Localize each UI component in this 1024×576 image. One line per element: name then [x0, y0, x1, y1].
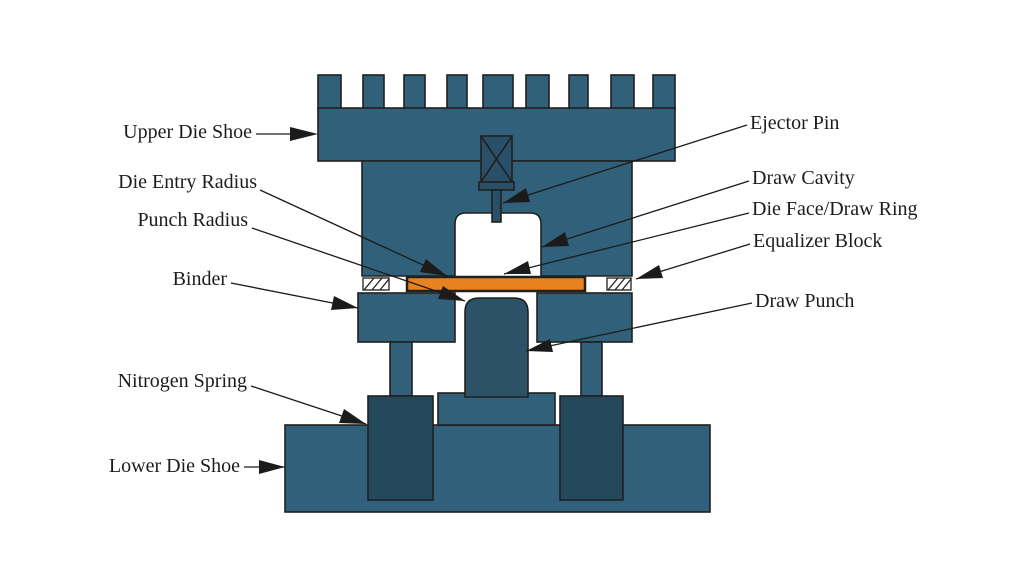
nitrogen-spring-left — [367, 395, 434, 501]
label-draw-cavity: Draw Cavity — [752, 167, 855, 189]
arrowhead-lower-die-shoe — [259, 460, 285, 474]
leader-punch-radius — [251, 227, 466, 302]
arrowhead-punch-radius — [438, 286, 465, 301]
nitrogen-spring-right — [559, 395, 624, 501]
upper-shoe-tooth — [403, 74, 426, 111]
arrowhead-die-entry-radius — [420, 259, 447, 276]
leader-draw-punch — [525, 302, 753, 352]
upper-shoe-tooth — [482, 74, 514, 111]
upper-shoe-tooth — [362, 74, 385, 111]
label-draw-punch: Draw Punch — [755, 290, 855, 312]
hatch-line — [614, 277, 626, 291]
leader-lines — [230, 124, 753, 468]
lower-die-shoe-base — [284, 424, 711, 513]
punch-riser-block — [437, 392, 556, 426]
hatch-line — [363, 277, 375, 291]
hatch-line — [371, 277, 383, 291]
arrowhead-nitrogen-spring — [339, 409, 366, 424]
binder-rod-left — [389, 341, 413, 397]
label-lower-die-shoe: Lower Die Shoe — [108, 455, 240, 477]
hatch-line — [621, 278, 632, 291]
upper-shoe-tooth — [568, 74, 589, 111]
arrowheads — [259, 127, 663, 474]
leader-die-entry-radius — [259, 189, 448, 277]
upper-shoe-tooth — [525, 74, 550, 111]
die-block — [361, 160, 633, 277]
leader-ejector-pin — [502, 124, 748, 204]
ejector-pin-box-cross — [480, 135, 513, 183]
ejector-pin-base — [478, 181, 515, 191]
label-upper-die-shoe: Upper Die Shoe — [123, 121, 252, 143]
arrowhead-binder — [331, 296, 358, 310]
sheet-metal-blank — [405, 275, 587, 293]
hatch-line — [379, 278, 390, 291]
upper-shoe-tooth — [446, 74, 468, 111]
ejector-pin-shaft — [491, 189, 502, 223]
label-equalizer-block: Equalizer Block — [753, 230, 883, 252]
arrowhead-ejector-pin — [503, 188, 530, 203]
draw-punch-shape — [464, 297, 529, 398]
hatch-line — [607, 277, 619, 291]
arrowhead-equalizer-block — [636, 265, 663, 279]
binder-rod-right — [580, 341, 603, 397]
label-die-entry-radius: Die Entry Radius — [118, 171, 257, 193]
label-ejector-pin: Ejector Pin — [750, 112, 840, 134]
arrowhead-draw-cavity — [542, 232, 569, 247]
label-punch-radius: Punch Radius — [137, 209, 248, 231]
arrowhead-draw-punch — [526, 339, 553, 352]
arrowhead-upper-die-shoe — [290, 127, 318, 141]
upper-shoe-tooth — [652, 74, 676, 111]
leader-draw-cavity — [541, 180, 750, 248]
arrowhead-die-face-draw-ring — [504, 261, 531, 274]
binder-left — [357, 292, 456, 343]
label-nitrogen-spring: Nitrogen Spring — [117, 370, 247, 392]
label-binder: Binder — [172, 268, 227, 290]
upper-shoe-tooth — [317, 74, 342, 111]
leader-die-face-draw-ring — [503, 212, 750, 275]
upper-shoe-tooth — [610, 74, 635, 111]
binder-right — [536, 292, 633, 343]
label-die-face-draw-ring: Die Face/Draw Ring — [752, 198, 918, 220]
